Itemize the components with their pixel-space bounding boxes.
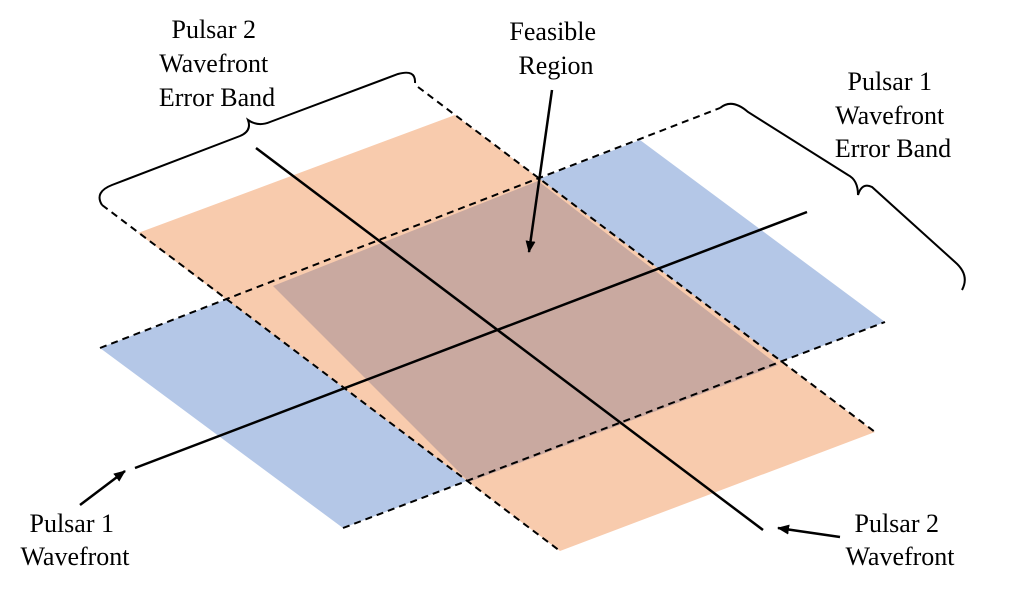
band-boundaries [99,86,886,552]
pulsar2-wavefront-label: Pulsar 2 Wavefront [845,509,955,571]
pulsar1-band-brace [719,102,966,291]
pulsar1-band-label: Pulsar 1 Wavefront Error Band [835,67,951,163]
pulsar1-wavefront-arrow [79,470,126,506]
pulsar1-band-lower-edge [342,321,886,529]
pulsar2-wavefront-line [255,147,764,531]
pulsar1-wavefront-label: Pulsar 1 Wavefront [20,509,130,571]
feasible-region-arrow [525,89,554,253]
pulsar1-wavefront-line [134,210,808,470]
feasible-region-label: Feasible Region [509,17,602,80]
pulsar2-wavefront-arrow [777,524,841,539]
pulsar2-band-label: Pulsar 2 Wavefront Error Band [159,15,275,112]
pulsar1-band-upper-edge [99,107,721,349]
pulsar2-band-brace [98,71,417,206]
